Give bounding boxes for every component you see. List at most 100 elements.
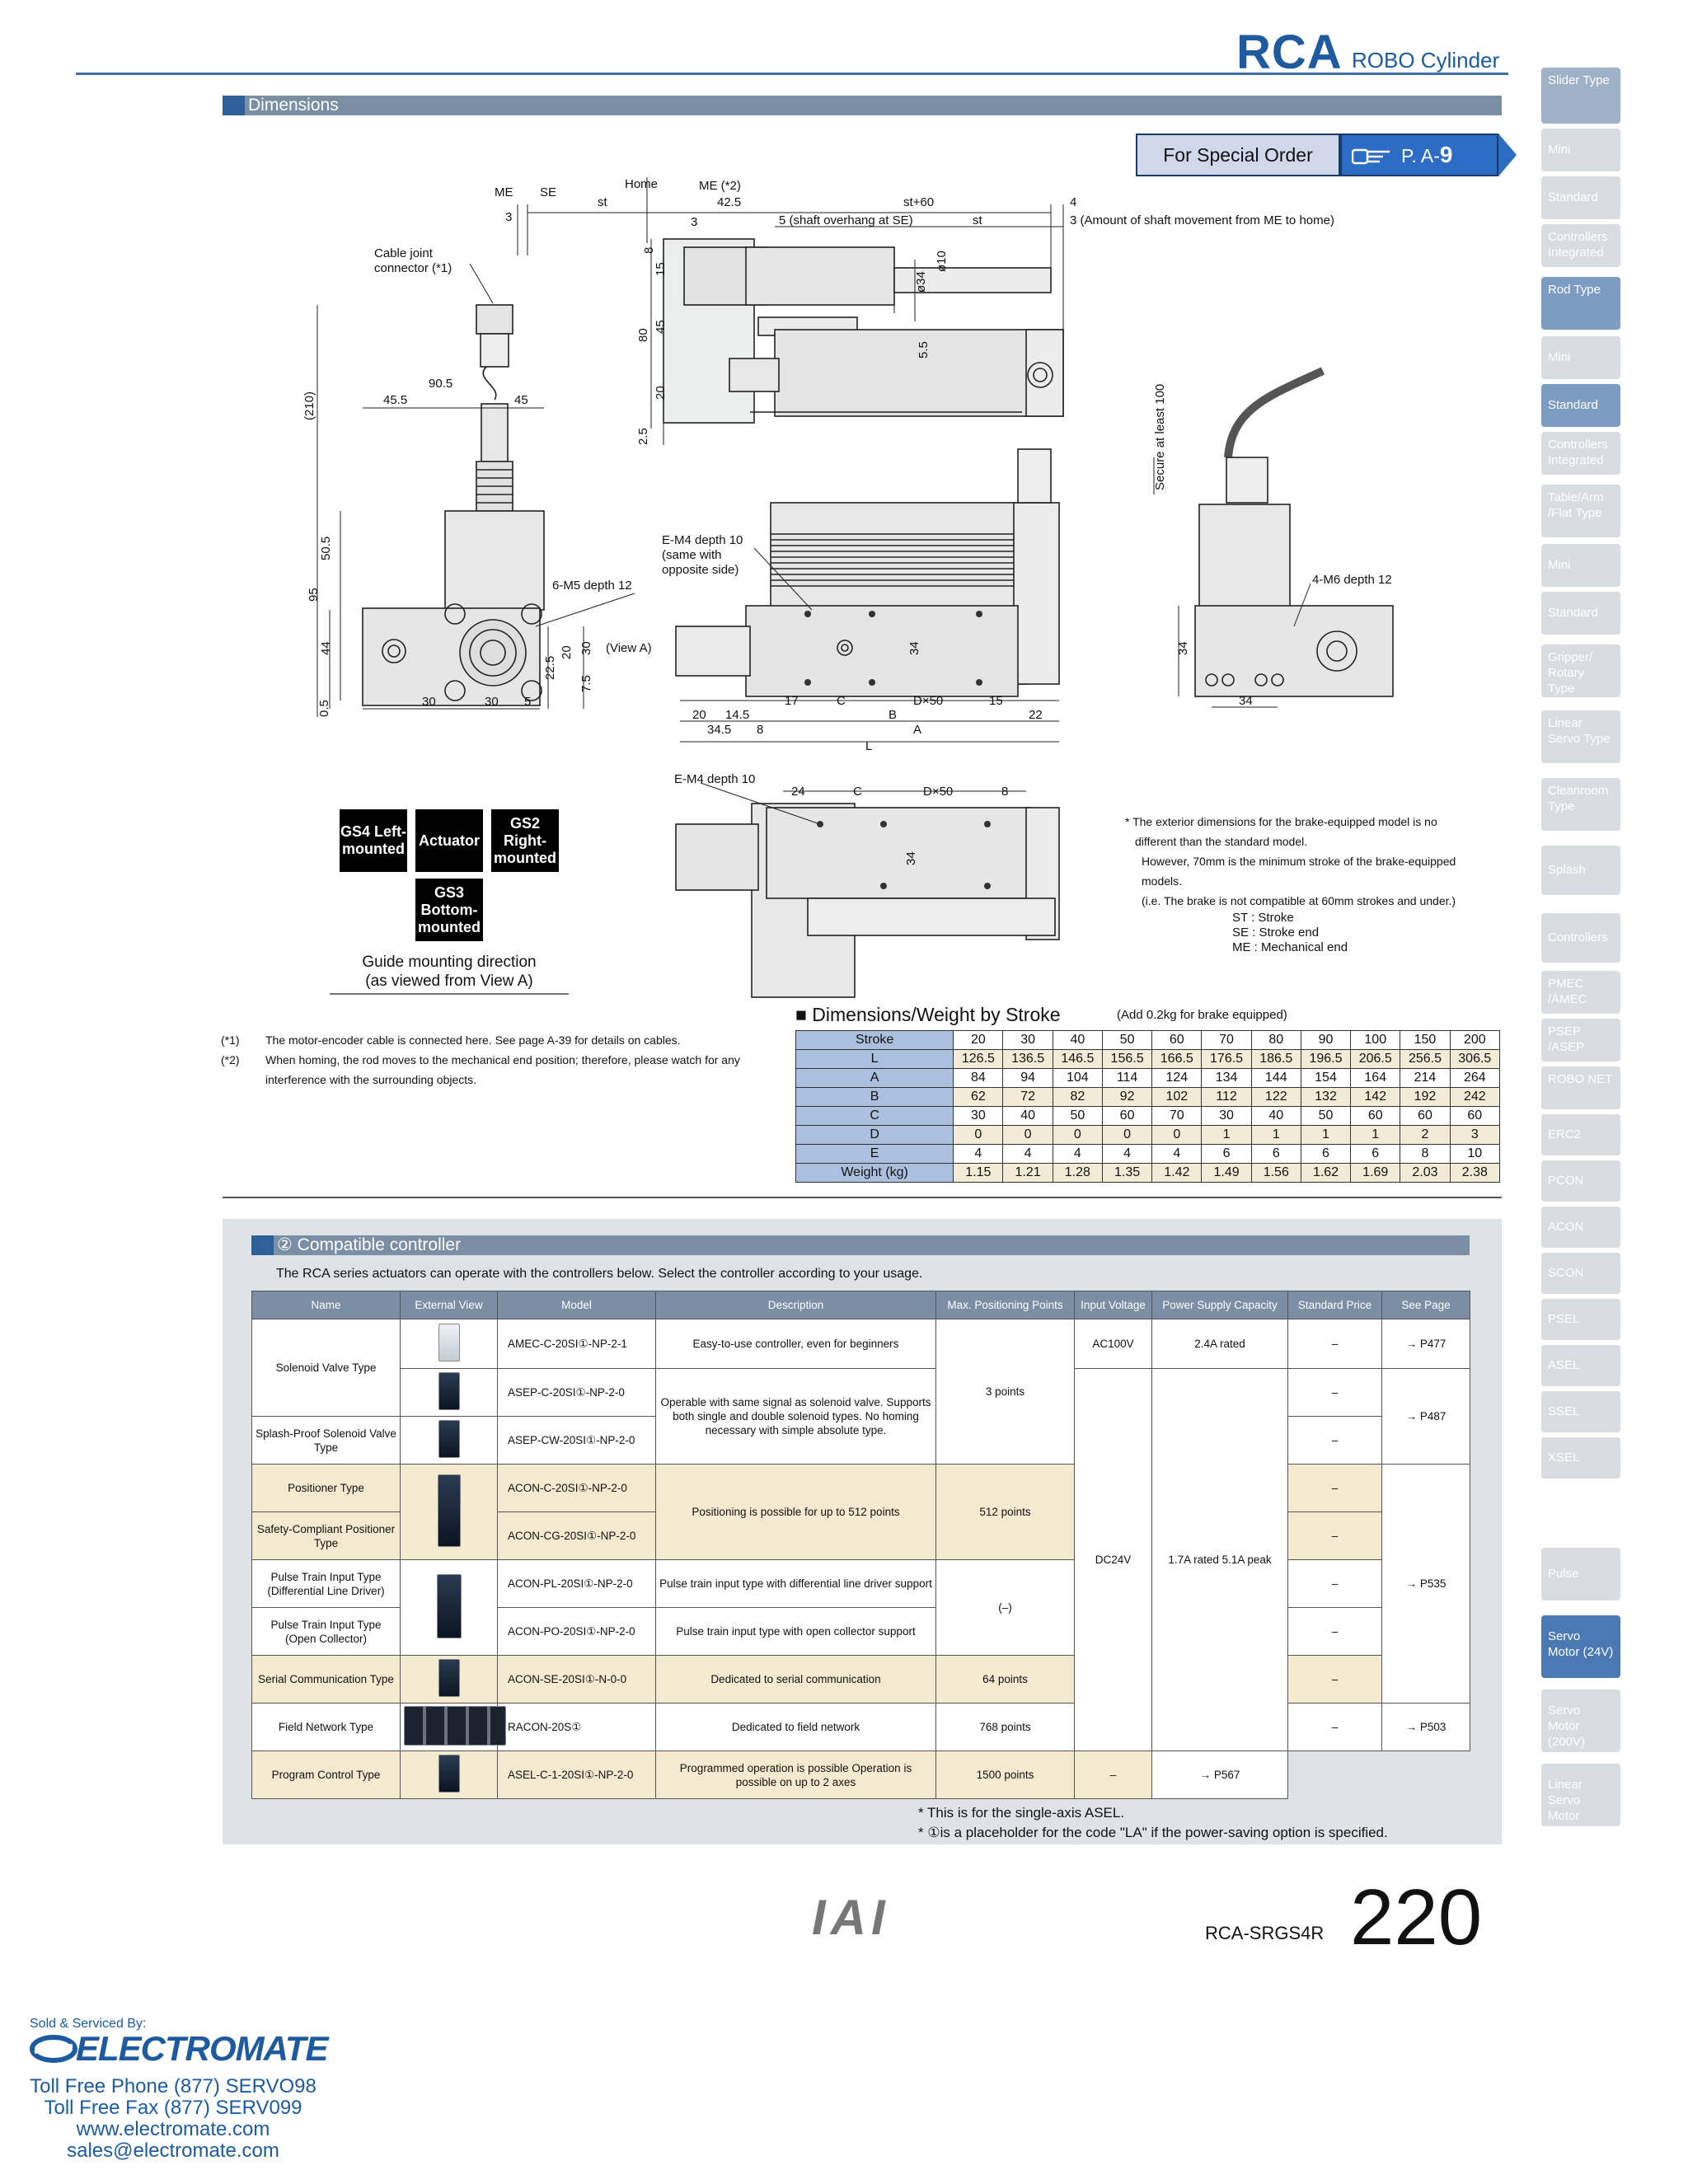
ctl-name-splash: Splash-Proof Solenoid Valve Type [251, 1416, 401, 1465]
sidebar-item-ssel[interactable]: SSEL [1541, 1391, 1620, 1432]
dims-th-value: 150 [1400, 1030, 1451, 1050]
controller-section-title: ② Compatible controller [277, 1235, 462, 1254]
ctl-price: – [1287, 1559, 1382, 1608]
sidebar-item-pcon[interactable]: PCON [1541, 1160, 1620, 1202]
special-order-ref[interactable]: P. A-9 [1340, 134, 1498, 176]
dims-th-value: 80 [1250, 1030, 1301, 1050]
dims-cell: 72 [1002, 1087, 1053, 1107]
ctl-power-dc: 1.7A rated 5.1A peak [1151, 1368, 1288, 1751]
dim-8c: 8 [1001, 785, 1008, 799]
section-divider [223, 1197, 1502, 1198]
sidebar-item-servo-24v[interactable]: Servo Motor (24V) [1541, 1615, 1620, 1678]
sidebar-item-linear-servo[interactable]: Linear Servo Type [1541, 710, 1620, 763]
dims-cell: 40 [1250, 1106, 1301, 1126]
ctl-model-amec: AMEC-C-20SI①-NP-2-1 [497, 1319, 656, 1369]
dims-th-value: 20 [953, 1030, 1004, 1050]
sidebar-item-slider-mini[interactable]: Mini [1541, 129, 1620, 171]
dims-cell: 132 [1300, 1087, 1352, 1107]
brake-note: * The exterior dimensions for the brake-… [1125, 812, 1504, 955]
ctl-desc-po: Pulse train input type with open collect… [655, 1607, 936, 1656]
dims-th-value: 200 [1449, 1030, 1501, 1050]
ctl-page-p535[interactable]: → P535 [1381, 1464, 1470, 1704]
sidebar-item-table-type[interactable]: Table/Arm /Flat Type [1541, 485, 1620, 537]
dims-cell: 3 [1449, 1125, 1501, 1145]
dims-cell: 4 [1002, 1144, 1053, 1164]
sidebar-item-table-standard[interactable]: Standard [1541, 592, 1620, 635]
dims-cell: 8 [1400, 1144, 1451, 1164]
dim-4: 4 [1070, 195, 1076, 209]
footnote-3-mark [221, 1070, 265, 1090]
dim-30a: 30 [422, 695, 436, 709]
sidebar-item-pulse-motor[interactable]: Pulse Motor [1541, 1548, 1620, 1624]
sidebar-item-rod-standard[interactable]: Standard [1541, 384, 1620, 427]
sidebar-item-gripper[interactable]: Gripper/ Rotary Type [1541, 644, 1620, 697]
dims-table-title: ■ Dimensions/Weight by Stroke [795, 1004, 1061, 1025]
dim-34a: 34 [907, 641, 921, 655]
dims-cell: 92 [1101, 1087, 1153, 1107]
sidebar-item-table-mini[interactable]: Mini [1541, 544, 1620, 587]
controller-image [438, 1658, 460, 1697]
sidebar-item-cleanroom[interactable]: Cleanroom Type [1541, 778, 1620, 831]
dealer-fax: Toll Free Fax (877) SERV099 [44, 2097, 302, 2119]
ctl-price: – [1287, 1464, 1382, 1512]
dim-15: 15 [654, 262, 668, 276]
dim-dx50a: D×50 [913, 694, 943, 708]
sidebar-item-servo-200v[interactable]: Servo Motor (200V) [1541, 1690, 1620, 1752]
dim-cable-1: Cable joint [374, 246, 434, 260]
sidebar-item-xsel[interactable]: XSEL [1541, 1437, 1620, 1479]
sidebar-item-erc2[interactable]: ERC2 [1541, 1114, 1620, 1155]
th-power-capacity: Power Supply Capacity [1151, 1291, 1288, 1319]
sidebar-item-slider-type[interactable]: Slider Type [1541, 68, 1620, 124]
dims-cell: 30 [1201, 1106, 1252, 1126]
dealer-web[interactable]: www.electromate.com [76, 2118, 270, 2140]
table-row: Positioner Type ACON-C-20SI①-NP-2-0 Posi… [251, 1464, 1470, 1704]
sidebar-item-slider-standard[interactable]: Standard [1541, 176, 1620, 219]
ctl-page-p477[interactable]: → P477 [1381, 1319, 1470, 1369]
sidebar-item-slider-integrated[interactable]: Controllers Integrated [1541, 224, 1620, 267]
sidebar-item-asel[interactable]: ASEL [1541, 1345, 1620, 1386]
ctl-price: – [1287, 1511, 1382, 1560]
dims-cell: 1 [1201, 1125, 1252, 1145]
ctl-model-acon-pl: ACON-PL-20SI①-NP-2-0 [497, 1559, 656, 1608]
th-name: Name [251, 1291, 401, 1319]
sidebar-item-robonet[interactable]: ROBO NET [1541, 1066, 1620, 1109]
ctl-points-acon: 512 points [935, 1464, 1075, 1560]
ctl-page-p487[interactable]: → P487 [1381, 1368, 1470, 1465]
dims-table-subtitle: (Add 0.2kg for brake equipped) [1117, 1008, 1287, 1022]
dim-viewa: (View A) [606, 641, 652, 655]
brake-note-l5: (i.e. The brake is not compatible at 60m… [1142, 894, 1456, 907]
sidebar-item-psep[interactable]: PSEP /ASEP [1541, 1019, 1620, 1062]
dims-cell: 242 [1449, 1087, 1501, 1107]
sidebar-item-scon[interactable]: SCON [1541, 1253, 1620, 1294]
dealer-email[interactable]: sales@electromate.com [67, 2139, 279, 2162]
sidebar-item-acon[interactable]: ACON [1541, 1207, 1620, 1248]
dim-m5: 6-M5 depth 12 [552, 579, 632, 593]
ctl-page-p567[interactable]: → P567 [1151, 1750, 1288, 1799]
dims-cell: 1 [1350, 1125, 1401, 1145]
dim-se: SE [540, 185, 556, 199]
dims-cell: 0 [1052, 1125, 1103, 1145]
sidebar-item-pmec[interactable]: PMEC /AMEC [1541, 971, 1620, 1014]
sidebar-item-psel[interactable]: PSEL [1541, 1299, 1620, 1340]
dim-24: 24 [791, 785, 805, 799]
ctl-desc-net: Dedicated to field network [655, 1703, 936, 1751]
dims-cell: 60 [1449, 1106, 1501, 1126]
ctl-desc-amec: Easy-to-use controller, even for beginne… [655, 1319, 936, 1369]
sidebar-item-rod-integrated[interactable]: Controllers Integrated [1541, 432, 1620, 475]
ctl-desc-asel: Programmed operation is possible Operati… [655, 1750, 936, 1799]
sidebar-item-controllers[interactable]: Controllers [1541, 913, 1620, 963]
sidebar-item-splash-proof[interactable]: Splash Proof [1541, 846, 1620, 916]
dims-cell: 1.35 [1101, 1163, 1153, 1183]
sidebar-item-linear-servo-motor[interactable]: Linear Servo Motor [1541, 1764, 1620, 1826]
sidebar-item-rod-type[interactable]: Rod Type [1541, 277, 1620, 330]
dim-st: st [598, 195, 608, 209]
dim-75: 7.5 [579, 675, 593, 692]
sidebar-item-rod-mini[interactable]: Mini [1541, 336, 1620, 379]
dim-34d: 34 [904, 851, 918, 865]
dims-row-label: D [795, 1125, 954, 1145]
ctl-page-p503[interactable]: → P503 [1381, 1703, 1470, 1751]
dim-stp60: st+60 [903, 195, 934, 209]
dealer-name: ELECTROMATE [76, 2029, 329, 2068]
